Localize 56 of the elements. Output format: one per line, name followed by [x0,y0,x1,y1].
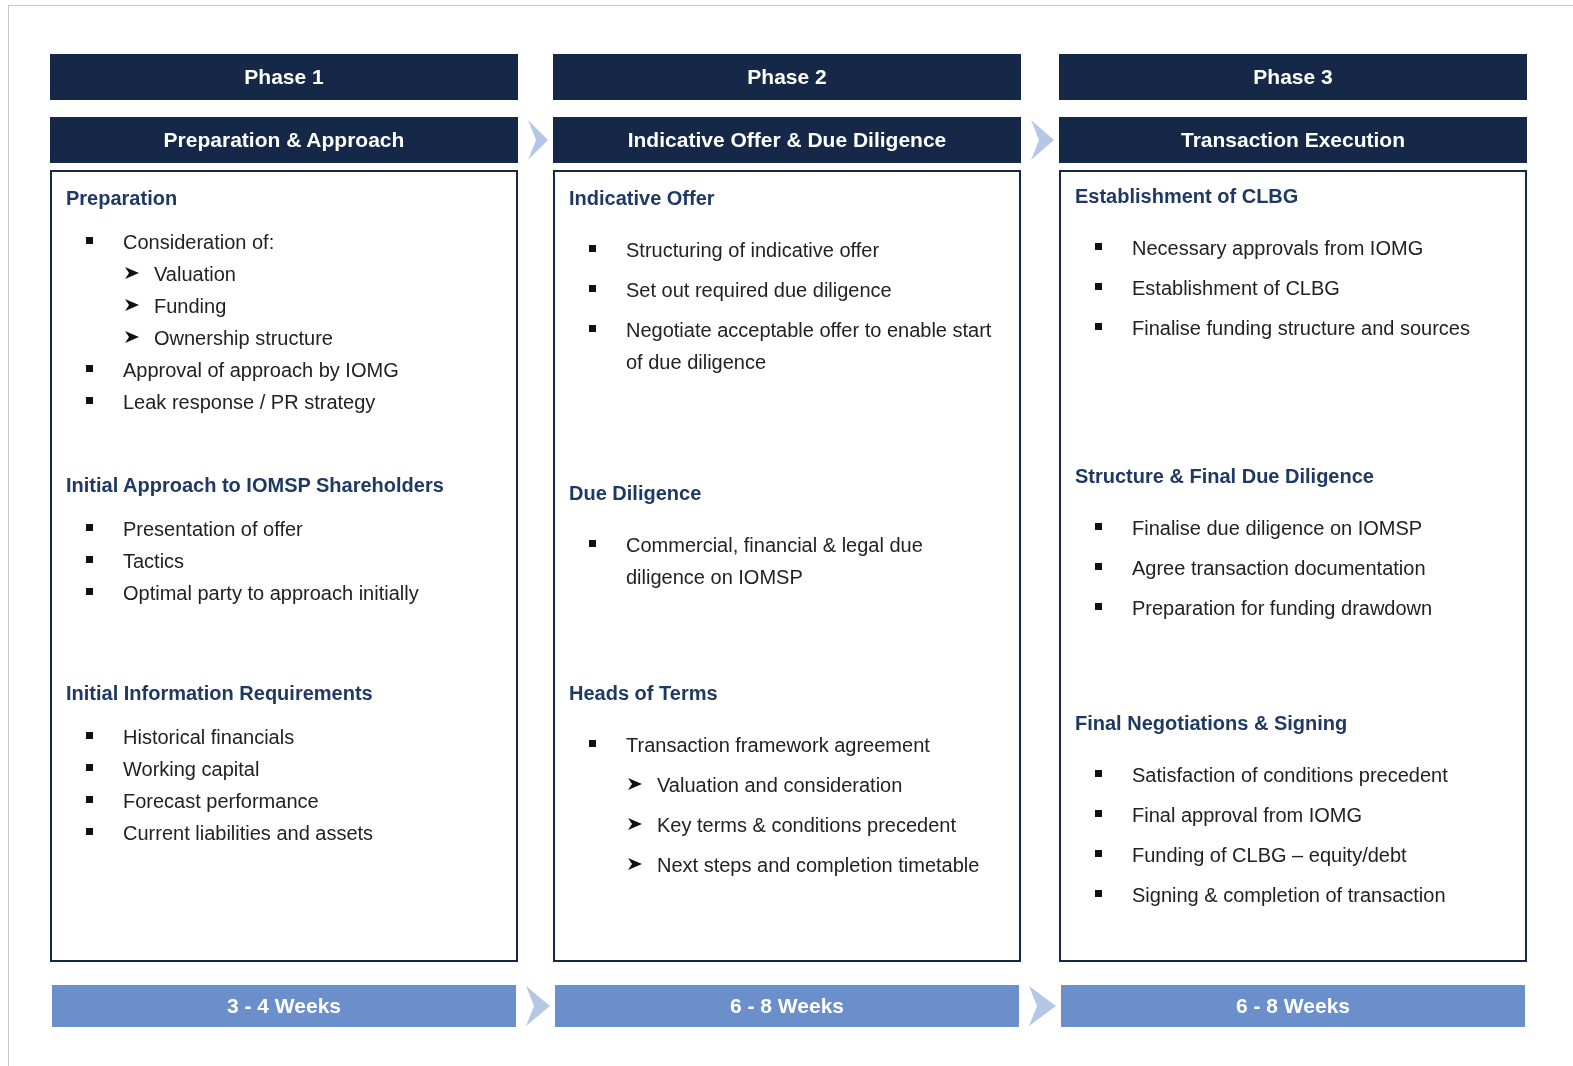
section-heading: Heads of Terms [569,682,719,705]
section-heading: Preparation [66,187,179,210]
bullet-item: Final approval from IOMG [1132,803,1363,828]
phase-header-bar: Phase 3 [1059,54,1527,100]
bullet-item: Funding of CLBG – equity/debt [1132,843,1407,868]
phase-header-bar: Phase 2 [553,54,1021,100]
bullet-item: Next steps and completion timetable [657,853,980,878]
duration-bar: 6 - 8 Weeks [1061,985,1525,1027]
phase-header-bar: Phase 1 [50,54,518,100]
bullet-item: Approval of approach by IOMG [123,358,399,383]
bullet-item: Set out required due diligence [626,278,892,303]
chevron-arrow [1031,120,1054,160]
bullet-item: Funding [154,294,227,319]
bullet-item: Necessary approvals from IOMG [1132,236,1424,261]
bullet-item: Structuring of indicative offer [626,238,880,263]
phase-content-box [553,170,1021,962]
bullet-item: Current liabilities and assets [123,821,374,846]
section-heading: Due Diligence [569,482,703,505]
bullet-item: Tactics [123,549,185,574]
bullet-item: Negotiate acceptable offer to enable start of due diligence [626,318,993,375]
bullet-item: Presentation of offer [123,517,303,542]
bullet-item: Valuation and consideration [657,773,903,798]
bullet-item: Optimal party to approach initially [123,581,419,606]
bullet-item: Valuation [154,262,236,287]
section-heading: Structure & Final Due Diligence [1075,465,1375,488]
bullet-item: Ownership structure [154,326,333,351]
bullet-item: Preparation for funding drawdown [1132,596,1433,621]
phase-content-box [50,170,518,962]
bullet-item: Consideration of: [123,230,275,255]
chevron-arrow [528,120,548,160]
section-heading: Initial Approach to IOMSP Shareholders [66,474,445,497]
bullet-item: Leak response / PR strategy [123,390,376,415]
section-heading: Indicative Offer [569,187,716,210]
bullet-item: Working capital [123,757,260,782]
phase-content-box [1059,170,1527,962]
chevron-arrow [1029,986,1056,1026]
duration-bar: 3 - 4 Weeks [52,985,516,1027]
bullet-item: Establishment of CLBG [1132,276,1340,301]
bullet-item: Forecast performance [123,789,319,814]
section-heading: Establishment of CLBG [1075,185,1300,208]
bullet-item: Signing & completion of transaction [1132,883,1446,908]
section-heading: Final Negotiations & Signing [1075,712,1349,735]
chevron-arrow [526,986,550,1026]
duration-bar: 6 - 8 Weeks [555,985,1019,1027]
bullet-item: Finalise due diligence on IOMSP [1132,516,1423,541]
section-heading: Initial Information Requirements [66,682,374,705]
bullet-item: Satisfaction of conditions precedent [1132,763,1448,788]
bullet-item: Historical financials [123,725,295,750]
bullet-item: Agree transaction documentation [1132,556,1426,581]
bullet-item: Commercial, financial & legal due diligence on IOMSP [626,533,924,590]
phase-title-bar: Indicative Offer & Due Diligence [553,117,1021,163]
bullet-item: Transaction framework agreement [626,733,930,758]
bullet-item: Finalise funding structure and sources [1132,316,1470,341]
bullet-item: Key terms & conditions precedent [657,813,957,838]
phase-title-bar: Transaction Execution [1059,117,1527,163]
phase-title-bar: Preparation & Approach [50,117,518,163]
